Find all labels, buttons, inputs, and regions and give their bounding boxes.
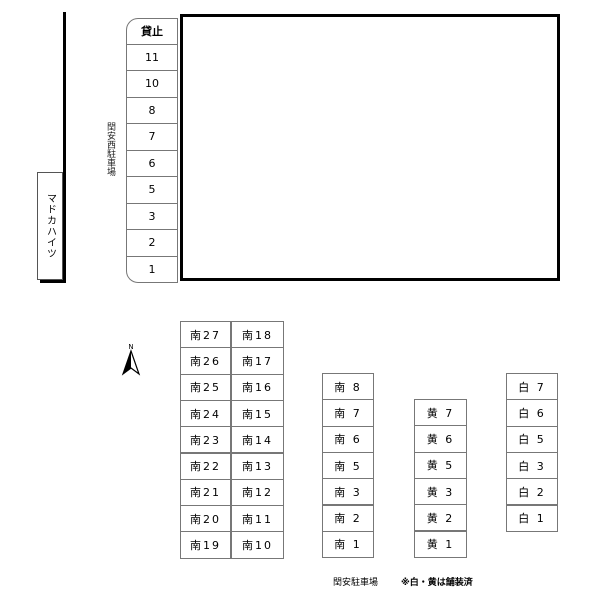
north-arrow-icon: N [121,343,141,376]
west-parking-slot: 2 [126,230,178,257]
west-parking-slot: 8 [126,97,178,124]
south-col-b-slot: 南18 [231,321,284,349]
south-col-a-slot: 南19 [180,531,231,559]
south-col-b-slot: 南12 [231,478,284,507]
west-parking-slot: 10 [126,71,178,98]
south-col-c-slot: 南 7 [322,399,374,427]
south-col-b-slot: 南13 [231,452,284,480]
south-col-a-slot: 南20 [180,505,231,533]
south-col-c-slot: 南 8 [322,373,374,401]
south-col-a-slot: 南22 [180,452,231,480]
white-col-slot: 白 3 [506,451,558,480]
main-building [180,14,560,281]
south-col-c-slot: 南 5 [322,451,374,480]
left-boundary-wall [63,12,66,283]
yellow-col-slot: 黄 5 [414,451,467,479]
west-parking-slot: 6 [126,150,178,177]
left-bottom-wall [40,280,66,283]
white-col-slot: 白 6 [506,399,558,427]
west-parking-slot: 1 [126,256,178,283]
white-col-slot: 白 2 [506,478,558,506]
south-col-a-slot: 南26 [180,347,231,375]
west-parking-slot: 5 [126,177,178,204]
house-label: マドカハイツ [44,193,56,259]
yellow-col-slot: 黄 2 [414,504,467,532]
house-outline [37,172,63,280]
south-col-b-slot: 南15 [231,399,284,428]
yellow-col-slot: 黄 1 [414,530,467,558]
west-parking-slot: 貸止 [126,18,178,45]
south-col-b-slot: 南16 [231,373,284,401]
white-col-slot: 白 1 [506,504,558,532]
yellow-col-slot: 黄 3 [414,477,467,506]
paving-note: ※白・黄は舗装済 [401,578,473,588]
south-col-a-slot: 南27 [180,321,231,349]
white-col-slot: 白 5 [506,425,558,453]
south-col-a-slot: 南24 [180,399,231,428]
south-col-a-slot: 南25 [180,373,231,401]
west-parking-slot: 7 [126,124,178,151]
yellow-col-slot: 黄 6 [414,425,467,453]
south-col-b-slot: 南11 [231,505,284,533]
south-col-b-slot: 南14 [231,426,284,454]
yellow-col-slot: 黄 7 [414,399,467,427]
south-col-b-slot: 南10 [231,531,284,559]
south-col-a-slot: 南23 [180,426,231,454]
south-col-c-slot: 南 6 [322,425,374,453]
south-col-c-slot: 南 3 [322,478,374,506]
west-parking-slot: 11 [126,44,178,71]
south-col-a-slot: 南21 [180,478,231,507]
white-col-slot: 白 7 [506,373,558,401]
south-col-c-slot: 南 2 [322,504,374,532]
south-col-c-slot: 南 1 [322,530,374,559]
west-lot-label: 閏安西駐車場 [105,122,115,176]
svg-text:N: N [128,343,133,351]
west-parking-slot: 3 [126,203,178,230]
lot-label: 閏安駐車場 [333,578,379,588]
south-col-b-slot: 南17 [231,347,284,375]
